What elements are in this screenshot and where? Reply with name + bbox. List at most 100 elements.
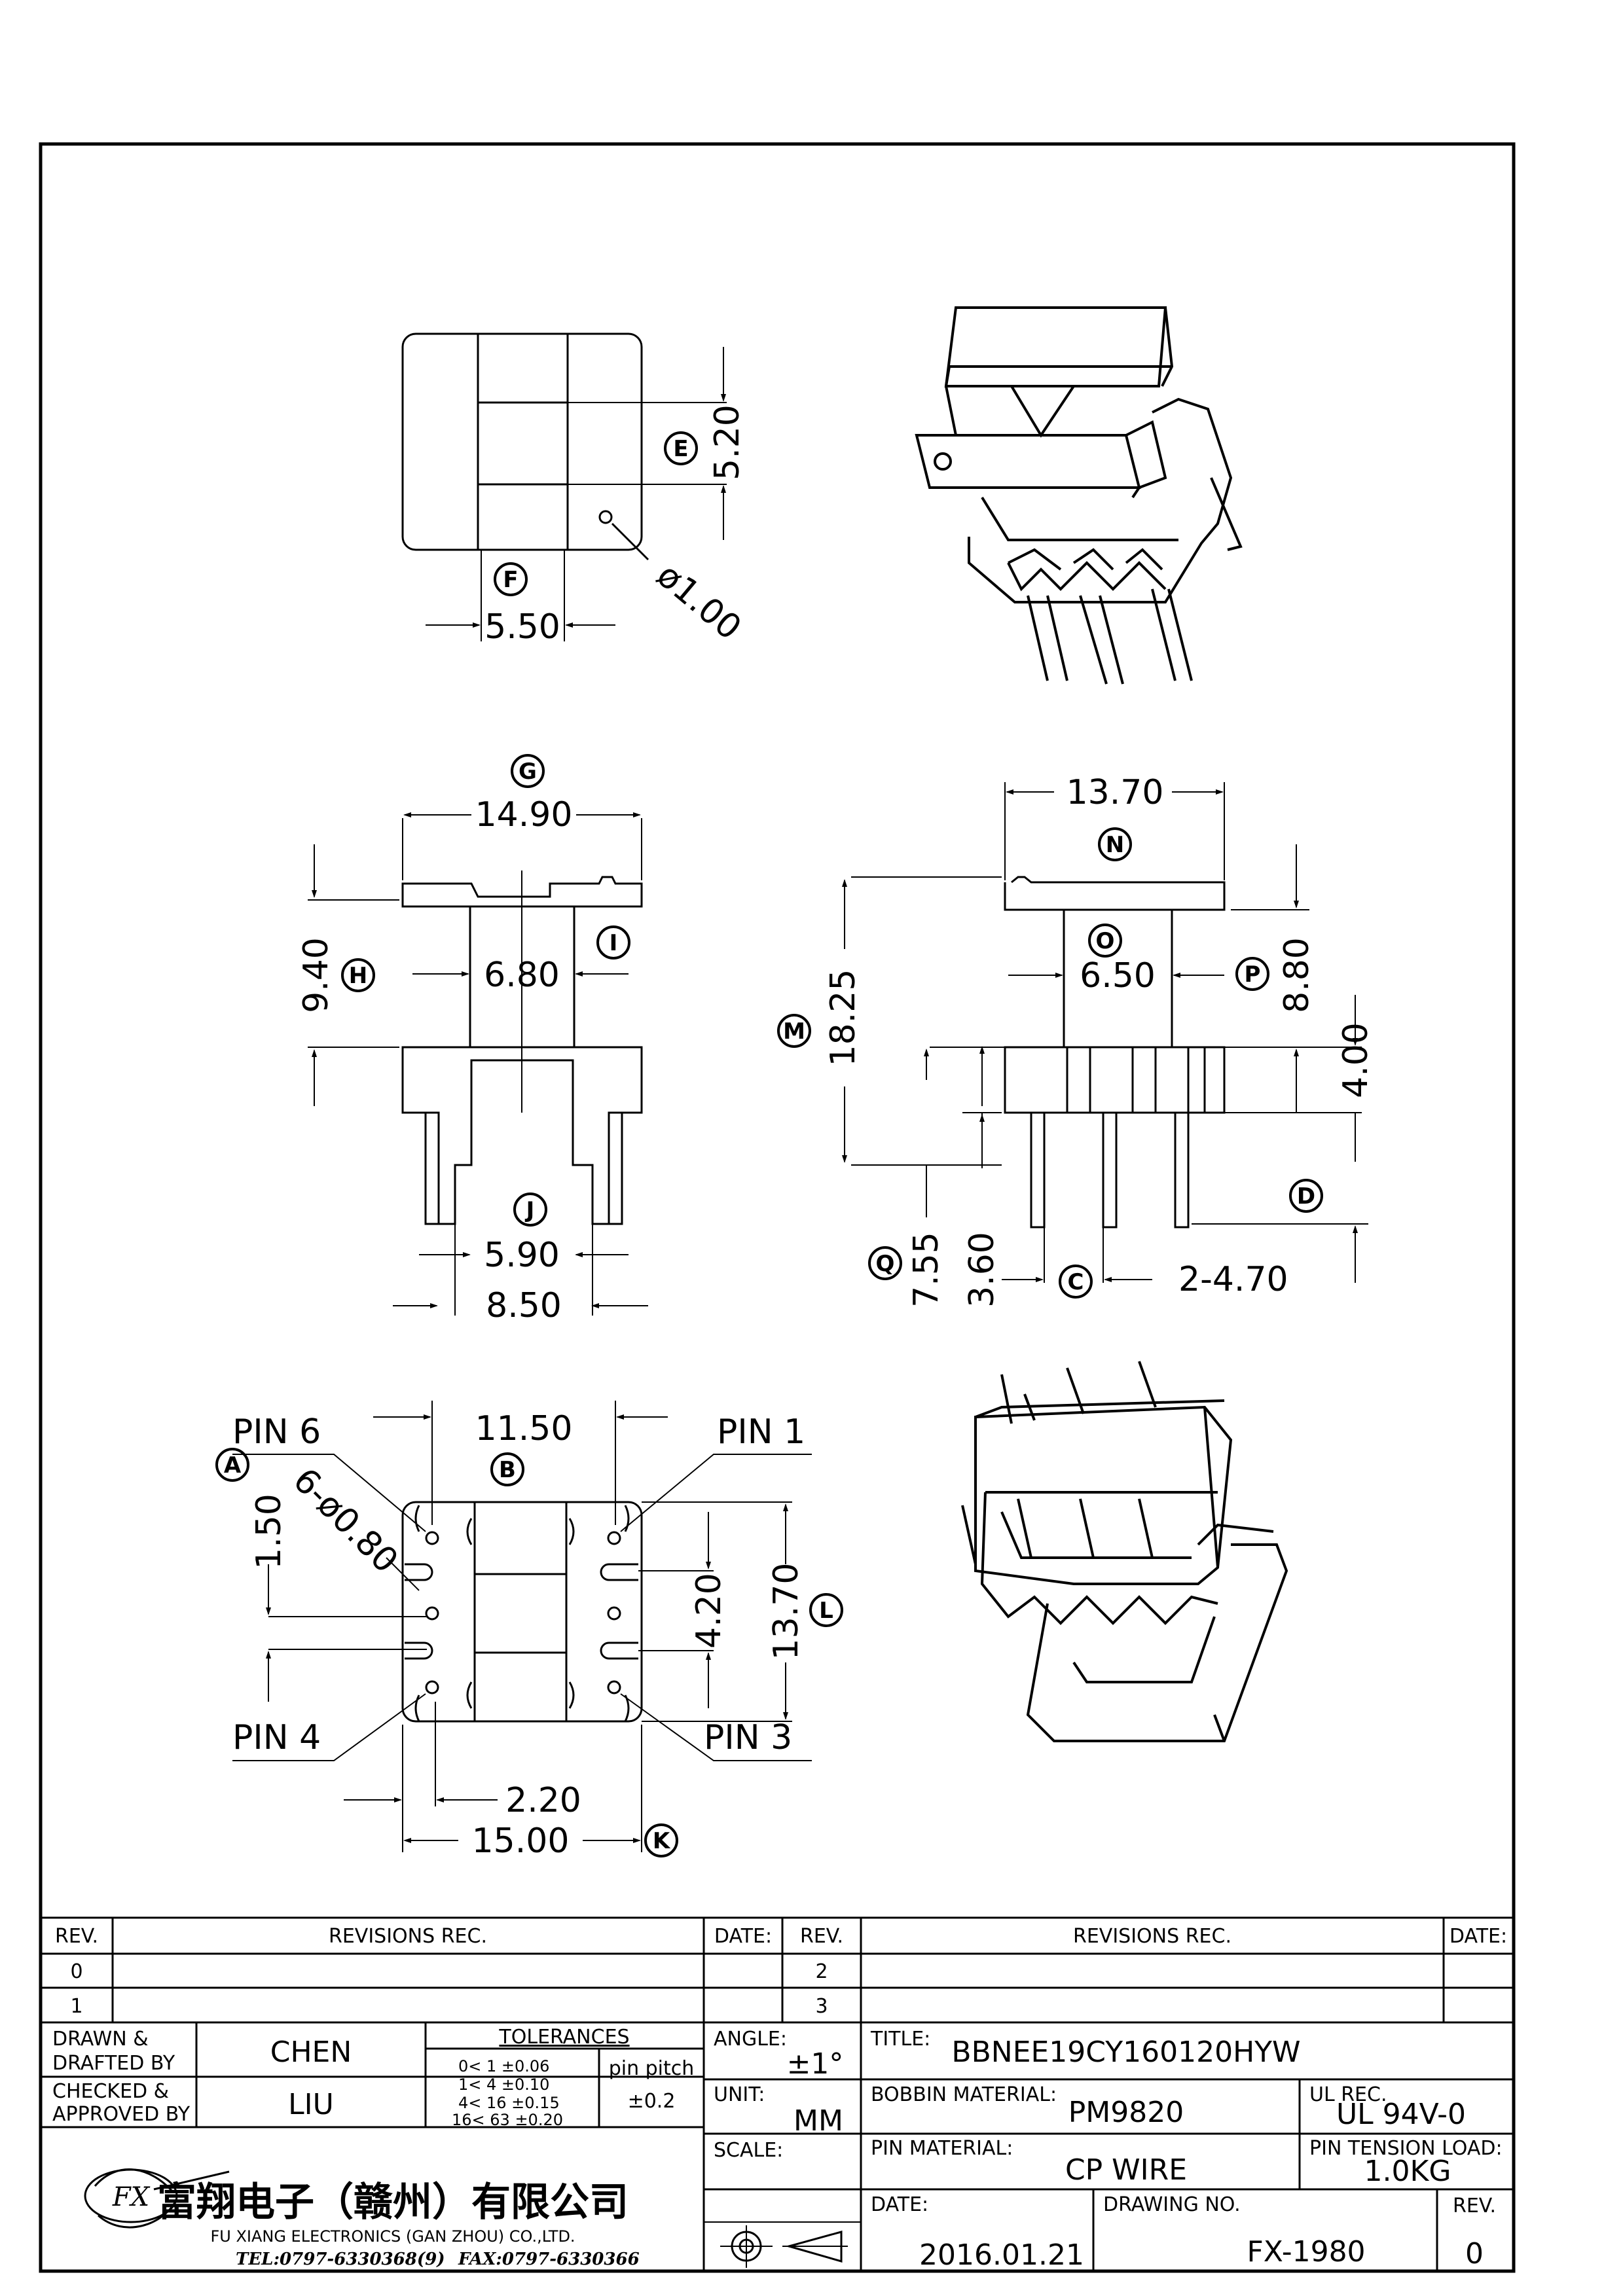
dim-220-value: 2.20 xyxy=(505,1781,581,1820)
tol-row-3: 4< 16 ±0.15 xyxy=(458,2094,560,2112)
label-p: P xyxy=(1245,961,1261,988)
pin1-label: PIN 1 xyxy=(717,1412,805,1452)
logo-text: FX xyxy=(112,2182,151,2212)
dim-42-value: 4.20 xyxy=(689,1573,729,1649)
company-name-en: FU XIANG ELECTRONICS (GAN ZHOU) CO.,LTD. xyxy=(210,2227,575,2246)
dim-c2-value: 2-4.70 xyxy=(1178,1260,1288,1299)
label-f: F xyxy=(503,567,518,593)
label-d: D xyxy=(1297,1183,1315,1210)
drawn-label: DRAWN & xyxy=(52,2028,149,2051)
side-view xyxy=(777,782,1368,1299)
ul-value: UL 94V-0 xyxy=(1336,2098,1466,2131)
rev-1: 1 xyxy=(70,1995,82,2018)
bobbin-label: BOBBIN MATERIAL: xyxy=(871,2083,1057,2106)
pin-pitch-value: ±0.2 xyxy=(628,2090,676,2113)
tol-row-4: 16< 63 ±0.20 xyxy=(452,2111,563,2129)
pin-material-label: PIN MATERIAL: xyxy=(871,2137,1013,2160)
dim-n-value: 13.70 xyxy=(1067,773,1164,812)
label-a: A xyxy=(224,1452,242,1479)
dim-h-value: 9.40 xyxy=(297,937,336,1013)
pin6-label: PIN 6 xyxy=(232,1412,321,1452)
label-n: N xyxy=(1106,832,1124,858)
label-c: C xyxy=(1068,1269,1084,1295)
label-e: E xyxy=(673,436,688,462)
company-fax: FAX:0797-6330366 xyxy=(458,2250,640,2269)
title-label: TITLE: xyxy=(870,2028,930,2051)
label-i: I xyxy=(610,930,618,956)
revisions-header-left: REVISIONS REC. xyxy=(329,1925,487,1948)
revisions-header-right: REVISIONS REC. xyxy=(1073,1925,1231,1948)
label-g: G xyxy=(519,759,537,785)
tol-row-1: 0< 1 ±0.06 xyxy=(458,2057,549,2075)
pin3-label: PIN 3 xyxy=(704,1718,792,1757)
label-l: L xyxy=(819,1598,833,1624)
rev-3: 3 xyxy=(815,1995,828,2018)
bobbin-value: PM9820 xyxy=(1068,2096,1184,2129)
dim-b-value: 11.50 xyxy=(475,1409,573,1448)
drawing-no-value: FX-1980 xyxy=(1247,2235,1365,2269)
tension-label: PIN TENSION LOAD: xyxy=(1309,2137,1503,2160)
pin-material-value: CP WIRE xyxy=(1065,2153,1187,2187)
front-view xyxy=(308,754,648,1316)
label-m: M xyxy=(783,1018,805,1045)
drawn-by: CHEN xyxy=(270,2036,352,2069)
dim-base-value: 8.50 xyxy=(486,1286,562,1325)
checked-label: CHECKED & xyxy=(52,2080,169,2103)
ul-label: UL REC. xyxy=(1309,2083,1387,2106)
label-b: B xyxy=(499,1457,516,1483)
pin-pitch-label: pin pitch xyxy=(609,2057,695,2080)
top-view xyxy=(401,332,727,641)
dim-m-value: 18.25 xyxy=(824,969,863,1067)
label-k: K xyxy=(653,1828,671,1854)
date-label: DATE: xyxy=(871,2193,928,2216)
hole-dim: ø1.00 xyxy=(649,556,749,648)
drawing-no-label: DRAWING NO. xyxy=(1103,2193,1241,2216)
angle-value: ±1° xyxy=(787,2047,844,2081)
title-value: BBNEE19CY160120HYW xyxy=(951,2036,1300,2069)
dim-i-value: 6.80 xyxy=(484,956,560,995)
rev-label: REV. xyxy=(1453,2195,1496,2217)
rev-value: 0 xyxy=(1465,2237,1484,2270)
label-h: H xyxy=(349,963,367,989)
dim-j-value: 5.90 xyxy=(484,1236,560,1275)
dim-l-value: 13.70 xyxy=(767,1563,806,1660)
drafted-label: DRAFTED BY xyxy=(52,2052,175,2075)
date-value: 2016.01.21 xyxy=(919,2238,1084,2272)
rev-header-right: REV. xyxy=(800,1925,843,1948)
approved-label: APPROVED BY xyxy=(52,2103,191,2126)
dim-f-value: 5.50 xyxy=(484,607,560,647)
dim-g-value: 14.90 xyxy=(475,795,573,834)
iso-view-bottom xyxy=(961,1361,1288,1742)
rev-0: 0 xyxy=(70,1960,82,1983)
pin4-label: PIN 4 xyxy=(232,1718,321,1757)
iso-view-top xyxy=(915,306,1243,685)
angle-label: ANGLE: xyxy=(714,2028,787,2051)
scale-label: SCALE: xyxy=(714,2139,783,2162)
approved-by: LIU xyxy=(288,2088,334,2121)
title-block-lines xyxy=(41,1916,1514,2271)
rev-2: 2 xyxy=(815,1960,828,1983)
dim-k-value: 15.00 xyxy=(472,1821,570,1861)
company-tel: TEL:0797-6330368(9) xyxy=(236,2250,445,2269)
tension-value: 1.0KG xyxy=(1364,2155,1451,2188)
tol-row-2: 1< 4 ±0.10 xyxy=(458,2075,549,2094)
dim-p-value: 8.80 xyxy=(1277,937,1317,1013)
dim-o-value: 6.50 xyxy=(1080,956,1156,996)
label-j: J xyxy=(525,1197,535,1223)
sheet-border xyxy=(39,142,1516,2273)
date-header-left: DATE: xyxy=(714,1925,772,1948)
dim-a-value: 1.50 xyxy=(249,1494,289,1570)
dim-e-value: 5.20 xyxy=(708,404,747,480)
label-o: O xyxy=(1096,928,1115,954)
dim-d-value: 4.00 xyxy=(1336,1022,1376,1098)
holes-dim: 6-ø0.80 xyxy=(285,1461,405,1581)
dim-c1-value: 3.60 xyxy=(962,1232,1002,1308)
unit-value: MM xyxy=(793,2104,843,2138)
unit-label: UNIT: xyxy=(714,2083,765,2106)
label-q: Q xyxy=(876,1251,895,1277)
tolerances-label: TOLERANCES xyxy=(498,2026,629,2049)
rev-header-left: REV. xyxy=(55,1925,98,1948)
bottom-view xyxy=(215,1401,843,1857)
dim-q-value: 7.55 xyxy=(907,1232,946,1308)
